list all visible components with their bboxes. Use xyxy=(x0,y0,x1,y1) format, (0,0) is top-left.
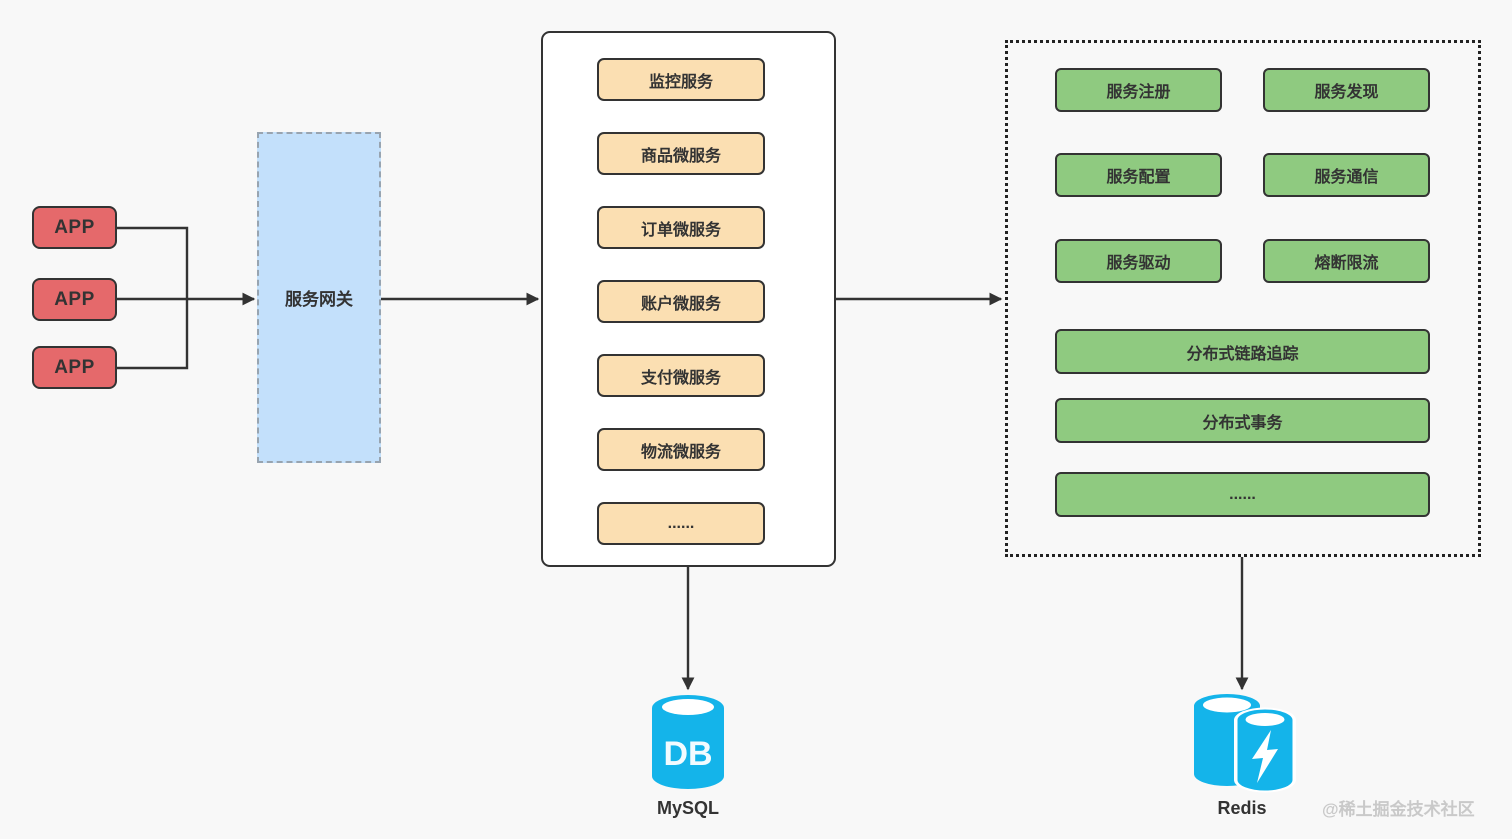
redis-cylinder-icon xyxy=(1194,694,1296,793)
service-box-payment: 支付微服务 xyxy=(597,354,765,397)
service-gateway-box: 服务网关 xyxy=(257,132,381,463)
mysql-label: MySQL xyxy=(656,798,719,818)
service-box-order: 订单微服务 xyxy=(597,206,765,249)
service-box-account: 账户微服务 xyxy=(597,280,765,323)
service-box-monitoring: 监控服务 xyxy=(597,58,765,101)
gov-box-circuit-limit: 熔断限流 xyxy=(1263,239,1430,283)
gov-box-service-driver: 服务驱动 xyxy=(1055,239,1222,283)
db-icon-text: DB xyxy=(663,735,712,773)
app-node-3: APP xyxy=(32,346,117,389)
governance-panel xyxy=(1005,40,1481,557)
redis-label: Redis xyxy=(1217,798,1267,818)
gov-box-distributed-transaction: 分布式事务 xyxy=(1055,398,1430,443)
microservices-panel xyxy=(541,31,836,567)
gov-box-service-comm: 服务通信 xyxy=(1263,153,1430,197)
gov-box-service-config: 服务配置 xyxy=(1055,153,1222,197)
app-node-2: APP xyxy=(32,278,117,321)
app-node-1: APP xyxy=(32,206,117,249)
gov-box-distributed-tracing: 分布式链路追踪 xyxy=(1055,329,1430,374)
lightning-bolt-icon xyxy=(1252,730,1278,783)
db-cylinder-icon: DB xyxy=(652,695,724,789)
gov-box-service-registry: 服务注册 xyxy=(1055,68,1222,112)
app-bracket-line xyxy=(117,226,189,370)
service-box-ellipsis: ...... xyxy=(597,502,765,545)
service-box-product: 商品微服务 xyxy=(597,132,765,175)
gov-box-service-discovery: 服务发现 xyxy=(1263,68,1430,112)
service-box-logistics: 物流微服务 xyxy=(597,428,765,471)
watermark-text: @稀土掘金技术社区 xyxy=(1322,800,1475,819)
gov-box-ellipsis: ...... xyxy=(1055,472,1430,517)
